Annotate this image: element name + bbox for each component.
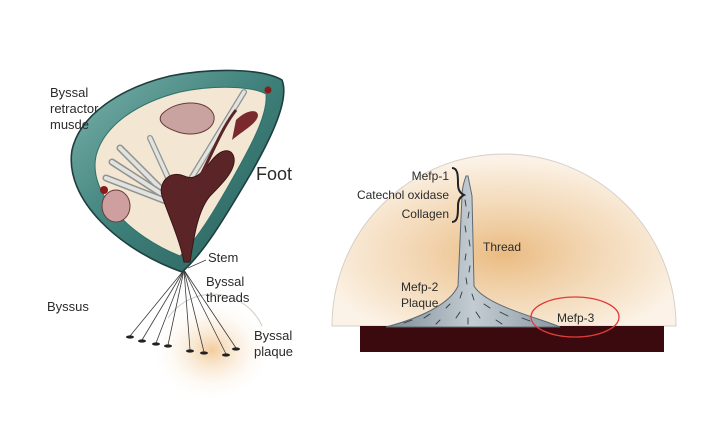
thread-texture — [403, 199, 531, 325]
stem-leader — [187, 259, 207, 269]
label-retractor-3: musde — [50, 117, 89, 132]
mussel-illustration: Byssal retractor musde Foot Stem Byssal … — [47, 69, 293, 402]
label-catechol: Catechol oxidase — [357, 188, 449, 202]
red-dot-2 — [264, 86, 272, 94]
label-plaque-1: Byssal — [254, 328, 292, 343]
label-threads-2: threads — [206, 290, 250, 305]
thread-plaques — [126, 335, 240, 357]
label-stem: Stem — [208, 250, 238, 265]
label-threads-1: Byssal — [206, 274, 244, 289]
gland-blob — [159, 102, 215, 135]
label-mefp3: Mefp-3 — [557, 311, 595, 325]
byssal-threads — [129, 269, 237, 355]
label-collagen: Collagen — [402, 207, 449, 221]
thread-detail: Mefp-1 Catechol oxidase Collagen Thread … — [331, 153, 677, 352]
detail-glow-dome — [331, 153, 677, 327]
label-foot: Foot — [256, 164, 292, 184]
label-mefp2: Mefp-2 — [401, 280, 439, 294]
plaque-glow — [150, 298, 274, 402]
thread-and-plaque — [385, 175, 561, 328]
label-mefp1: Mefp-1 — [412, 169, 450, 183]
label-retractor-2: retractor — [50, 101, 99, 116]
adductor-blob — [101, 189, 131, 223]
label-byssus: Byssus — [47, 299, 89, 314]
mefp3-highlight — [530, 296, 620, 338]
foot-tongue — [232, 111, 258, 140]
label-plaque-2: plaque — [254, 344, 293, 359]
label-thread: Thread — [483, 240, 521, 254]
red-dot-1 — [100, 186, 108, 194]
foot-tube — [194, 109, 238, 185]
label-retractor-1: Byssal — [50, 85, 88, 100]
protein-brace — [451, 167, 467, 223]
mussel-foot — [160, 150, 235, 263]
substrate-surface — [360, 326, 664, 352]
label-plaque: Plaque — [401, 296, 439, 310]
plaque-arc — [167, 293, 263, 327]
